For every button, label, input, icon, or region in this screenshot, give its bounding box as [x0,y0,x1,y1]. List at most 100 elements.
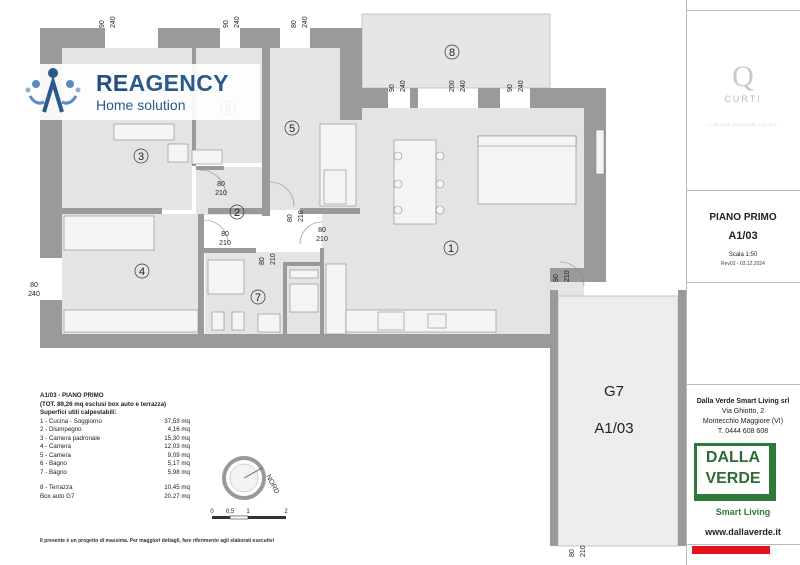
floor-name: PIANO PRIMO [709,212,777,223]
dim-top-4: 90 [389,84,396,92]
legend-label: Box auto G7 [40,492,75,500]
drawing-scale: Scala 1:50 [728,252,758,258]
company-city: Montecchio Maggiore (VI) [702,418,784,425]
slogan: Smart Living [715,507,771,517]
room-number-4: 4 [139,266,145,278]
legend-area: 5,17 mq [167,460,190,467]
legend-area: 9,09 mq [167,451,190,459]
furniture [63,123,605,335]
legend-area: 5,98 mq [167,468,190,476]
dim-top-1: 90 [99,20,106,28]
dim-bottom-6: 240 [518,80,525,92]
garage-code: G7 [604,383,624,400]
dim-bottom-1: 240 [110,16,117,28]
dim-bottom-5: 240 [460,80,467,92]
legend-label: 2 - Disimpegno [40,426,82,433]
logo-line-2: VERDE [705,470,761,487]
agency-name: REAGENCY [96,70,229,97]
dim-bottom-9: 210 [564,270,571,282]
garage-box [557,295,679,547]
legend-label: 5 - Camera [40,451,71,459]
legend-row: 4 - Camera 12,03 mq [40,443,190,452]
room-number-5: 5 [289,123,295,135]
legend-row: 7 - Bagno 5,98 mq [40,469,190,478]
dim-bottom-2: 240 [234,16,241,28]
legend-label: 6 - Bagno [40,460,67,467]
dim-top-8: 80 [259,257,266,265]
terrace-area [361,13,551,89]
dim-top-5: 200 [449,80,456,92]
company-phone: T. 0444 608 608 [717,428,769,435]
legend-row: 6 - Bagno 5,17 mq [40,460,190,469]
legend-area: 37,53 mq [164,417,190,425]
dim-top-14: 80 [30,282,38,289]
legend-subheading: Superfici utili calpestabili: [40,409,117,416]
legend-heading: A1/03 - PIANO PRIMO [40,392,104,399]
dim-top-3: 80 [291,20,298,28]
brand-subtitle: LIMITED EDITION LIVING [708,122,778,127]
legend-row: 2 - Disimpegno 4,16 mq [40,426,190,435]
dim-top-7: 80 [287,214,294,222]
logo-line-1: DALLA [705,449,761,466]
legend-total: (TOT. 89,26 mq esclusi box auto e terraz… [40,400,167,408]
room-number-7: 7 [255,292,261,304]
area-legend: A1/03 - PIANO PRIMO (TOT. 89,26 mq esclu… [40,392,190,501]
agency-logo [20,64,260,120]
floor-plan [40,13,686,547]
dim-top-10: 80 [569,549,576,557]
brand-initial: Q [732,60,754,93]
legend-area: 4,16 mq [167,426,190,433]
dim-top-6: 90 [507,84,514,92]
legend-label: 8 - Terrazza [40,484,73,491]
dim-top-11: 80 [217,181,225,188]
disclaimer: Il presente è un progetto di massima. Pe… [40,538,274,544]
legend-area: 10,45 mq [164,484,190,491]
agency-name-accent: RE [96,70,129,96]
room-labels: 1 2 3 4 5 6 7 8 90 240 90 240 80 240 90 … [28,16,633,557]
legend-row: 5 - Camera 9,09 mq [40,452,190,461]
legend-area: 12,03 mq [164,443,190,450]
revision: Rev02 - 03.12.2024 [721,261,765,267]
legend-label: 4 - Camera [40,443,71,450]
dim-bottom-4: 240 [400,80,407,92]
legend-label: 1 - Cucina - Soggiorno [40,417,102,425]
dim-bottom-3: 240 [302,16,309,28]
legend-label: 3 - Camera padronale [40,434,101,442]
legend-row: Box auto G7 20,27 mq [40,493,190,502]
room-number-1: 1 [448,243,454,255]
north-label: NORD [264,474,280,495]
legend-row: 1 - Cucina - Soggiorno 37,53 mq [40,418,190,427]
dim-top-12: 80 [221,231,229,238]
room-number-2: 2 [234,207,240,219]
dalla-verde-logo-inner [697,446,769,494]
legend-area: 20,27 mq [164,492,190,500]
dim-bottom-7: 210 [298,210,305,222]
room-number-3: 3 [138,151,144,163]
agency-people-icon [25,68,81,113]
dim-bottom-14: 240 [28,291,40,298]
scale-tick-0: 0 [210,509,214,515]
dim-bottom-10: 210 [580,545,587,557]
dim-bottom-12: 210 [219,240,231,247]
scale-tick-3: 2 [284,509,288,515]
dim-top-9: 90 [553,274,560,282]
dim-top-13: 80 [318,227,326,234]
scale-tick-2: 1 [246,509,250,515]
company-street: Via Ghiotto, 2 [721,408,765,415]
legend-row: 3 - Camera padronale 15,30 mq [40,435,190,444]
garage-unit: A1/03 [594,420,633,437]
accent-bar [692,546,770,554]
agency-tagline: Home solution [96,97,186,113]
legend-row: 8 - Terrazza 10,45 mq [40,484,190,493]
dim-bottom-11: 210 [215,190,227,197]
agency-name-rest: AGENCY [128,70,229,96]
website-link[interactable]: www.dallaverde.it [705,527,781,537]
legend-label: 7 - Bagno [40,468,67,476]
north-arrow: NORD [222,456,280,500]
brand-name: CURTI [724,94,762,104]
dim-top-2: 90 [223,20,230,28]
legend-area: 15,30 mq [164,434,190,442]
unit-code: A1/03 [728,230,758,242]
room-number-8: 8 [449,47,455,59]
dim-bottom-13: 210 [316,236,328,243]
